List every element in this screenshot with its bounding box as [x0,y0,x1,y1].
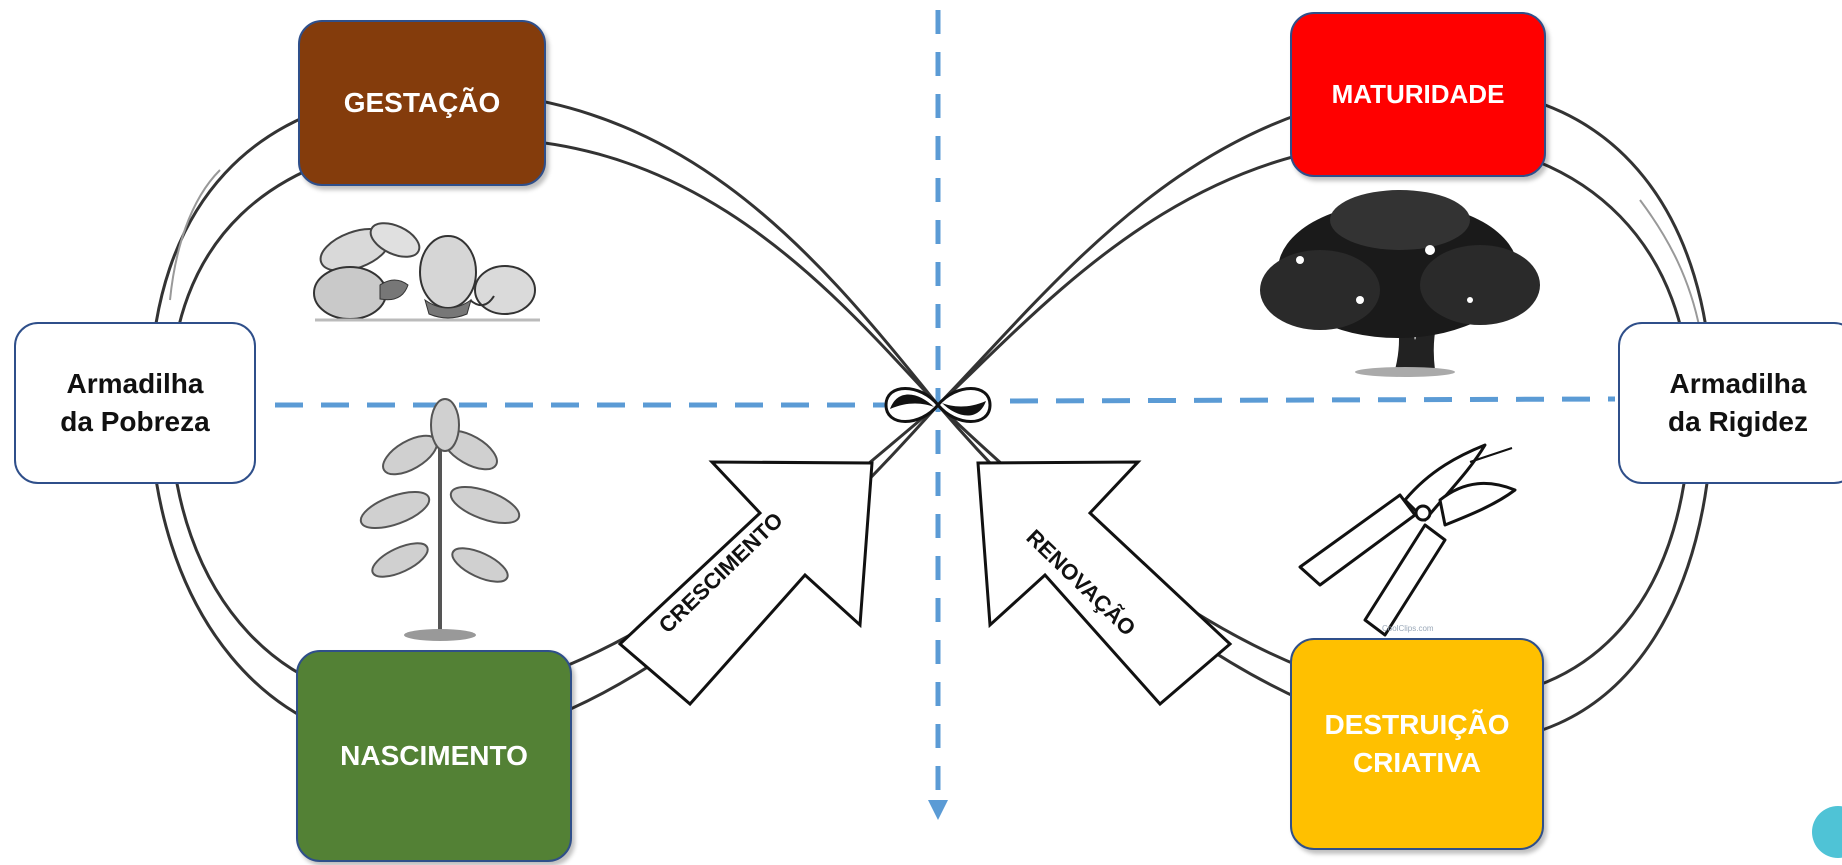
stage-maturidade-box: MATURIDADE [1290,12,1546,177]
rigidity-trap-box: Armadilha da Rigidez [1618,322,1842,484]
crescimento-arrow [617,460,874,707]
stage-nascimento-box: NASCIMENTO [296,650,572,862]
stage-nascimento-label: NASCIMENTO [340,740,528,772]
stage-destruicao-label-line2: CRIATIVA [1352,747,1482,778]
stage-gestacao-box: GESTAÇÃO [298,20,546,186]
acorns-icon [313,222,540,322]
pruning-shears-icon [1298,443,1517,637]
stage-maturidade-label: MATURIDADE [1331,78,1505,109]
poverty-trap-label-line2: da Pobreza [60,406,210,437]
axis-arrowhead [928,800,948,820]
poverty-trap-box: Armadilha da Pobreza [14,322,256,484]
stage-gestacao-label: GESTAÇÃO [343,87,501,119]
stage-destruicao-label-line1: DESTRUIÇÃO [1324,709,1510,741]
rigidity-trap-label-line1: Armadilha [1669,368,1807,400]
rigidity-trap-label-line2: da Rigidez [1667,406,1808,437]
stage-destruicao-criativa-box: DESTRUIÇÃO CRIATIVA [1290,638,1544,850]
infinity-icon [884,387,992,423]
renovacao-arrow [976,460,1233,707]
clipart-watermark: CoolClips.com [1382,624,1434,633]
horizontal-axis-right [1009,396,1616,404]
oak-tree-icon [1260,190,1540,377]
poverty-trap-label-line1: Armadilha [66,368,204,400]
sapling-icon [359,398,521,641]
